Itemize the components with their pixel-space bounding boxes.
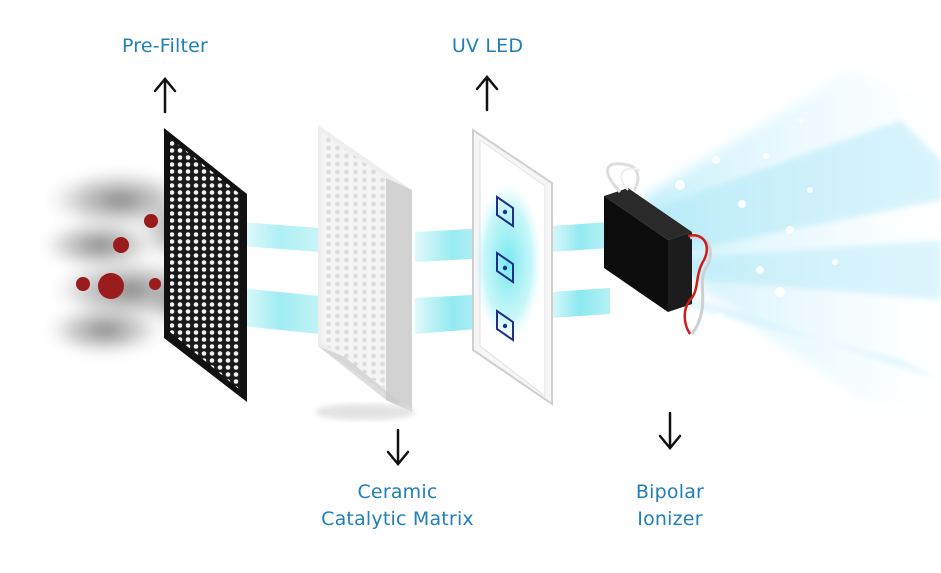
ionizer-device	[604, 162, 712, 335]
arrow-down-icon	[658, 411, 682, 450]
ceramic-line1: Ceramic	[357, 481, 438, 503]
clean-air-burst	[640, 70, 941, 410]
pre-filter-text: Pre-Filter	[121, 35, 209, 57]
airflow-streams	[240, 222, 610, 334]
particle	[98, 273, 124, 299]
uv-led-chip	[496, 195, 514, 228]
arrow-down-icon	[386, 428, 410, 466]
ceramic-matrix-panel	[315, 125, 415, 420]
particles	[76, 214, 161, 299]
pre-filter-label: Pre-Filter	[95, 33, 235, 60]
uv-led-panel	[472, 128, 553, 406]
uv-led-text: UV LED	[451, 35, 524, 57]
particle	[149, 278, 161, 290]
uv-led-label: UV LED	[430, 33, 545, 60]
ceramic-matrix-label: Ceramic Catalytic Matrix	[290, 479, 505, 533]
bipolar-ionizer-label: Bipolar Ionizer	[625, 479, 715, 533]
uv-led-chip	[496, 309, 514, 342]
pre-filter-panel	[164, 128, 247, 402]
ionizer-line1: Bipolar	[635, 481, 705, 503]
ceramic-line2: Catalytic Matrix	[321, 508, 474, 530]
uv-led-chip	[496, 251, 514, 284]
arrow-up-icon	[153, 77, 177, 114]
particle	[144, 214, 158, 228]
particle	[113, 237, 129, 253]
arrow-up-icon	[475, 75, 499, 112]
particle	[76, 277, 90, 291]
ionizer-line2: Ionizer	[637, 508, 703, 530]
